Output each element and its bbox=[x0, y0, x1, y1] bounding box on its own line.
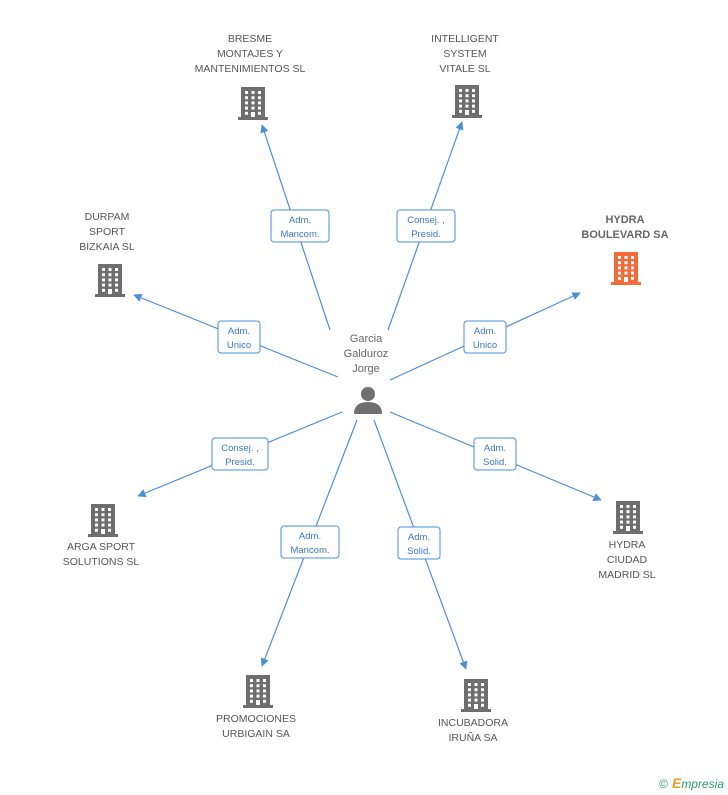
role-box-frame bbox=[396, 209, 456, 243]
role-box-durpam[interactable]: Adm. Unico bbox=[217, 320, 261, 354]
role-box-frame bbox=[270, 209, 330, 243]
role-label-line: Adm. bbox=[484, 443, 506, 454]
company-label-line: INCUBADORA bbox=[438, 717, 508, 729]
company-label-line: MONTAJES Y bbox=[217, 48, 283, 60]
company-label-line: HYDRA bbox=[605, 214, 644, 226]
company-node-incubadora[interactable]: INCUBADORA IRUÑA SA bbox=[438, 679, 508, 744]
company-node-arga[interactable]: ARGA SPORT SOLUTIONS SL bbox=[63, 504, 140, 568]
building-icon bbox=[238, 87, 268, 120]
role-box-hydra-ciudad[interactable]: Adm. Solid. bbox=[473, 437, 517, 471]
role-label-line: Consej. , bbox=[221, 443, 259, 454]
footer-brand: ©Empresia bbox=[659, 775, 724, 791]
company-label-line: CIUDAD bbox=[607, 554, 648, 566]
company-label-line: MANTENIMIENTOS SL bbox=[195, 63, 306, 75]
role-label-line: Adm. bbox=[289, 215, 311, 226]
building-icon bbox=[452, 85, 482, 118]
building-icon bbox=[95, 264, 125, 297]
copyright-symbol: © bbox=[659, 777, 668, 791]
company-label-line: PROMOCIONES bbox=[216, 713, 296, 725]
building-icon bbox=[613, 501, 643, 534]
company-label-line: DURPAM bbox=[85, 211, 130, 223]
building-icon bbox=[461, 679, 491, 712]
company-label-line: HYDRA bbox=[609, 539, 646, 551]
company-node-bresme[interactable]: BRESME MONTAJES Y MANTENIMIENTOS SL bbox=[195, 33, 306, 120]
role-label-line: Solid. bbox=[407, 546, 431, 557]
building-icon bbox=[243, 675, 273, 708]
brand-name: mpresia bbox=[681, 777, 724, 791]
role-box-intelligent[interactable]: Consej. , Presid. bbox=[396, 209, 456, 243]
role-label-line: Presid. bbox=[411, 229, 441, 240]
company-node-intelligent[interactable]: INTELLIGENT SYSTEM VITALE SL bbox=[431, 33, 499, 118]
company-node-promociones[interactable]: PROMOCIONES URBIGAIN SA bbox=[216, 675, 296, 740]
role-box-frame bbox=[397, 526, 441, 560]
role-box-frame bbox=[211, 437, 269, 471]
role-label-line: Mancom. bbox=[290, 545, 329, 556]
role-label-line: Mancom. bbox=[280, 229, 319, 240]
role-label-line: Adm. bbox=[408, 532, 430, 543]
company-label-line: VITALE SL bbox=[439, 63, 490, 75]
role-label-line: Adm. bbox=[474, 326, 496, 337]
role-box-frame bbox=[280, 525, 340, 559]
company-node-hydra-ciudad[interactable]: HYDRA CIUDAD MADRID SL bbox=[598, 501, 656, 581]
company-label-line: INTELLIGENT bbox=[431, 33, 499, 45]
company-label-line: ARGA SPORT bbox=[67, 541, 136, 553]
brand-initial: E bbox=[671, 775, 682, 791]
company-node-durpam[interactable]: DURPAM SPORT BIZKAIA SL bbox=[79, 211, 135, 297]
person-name-line: Garcia bbox=[350, 333, 383, 345]
role-box-bresme[interactable]: Adm. Mancom. bbox=[270, 209, 330, 243]
company-label-line: SOLUTIONS SL bbox=[63, 556, 140, 568]
role-box-arga[interactable]: Consej. , Presid. bbox=[211, 437, 269, 471]
company-label-line: SYSTEM bbox=[443, 48, 486, 60]
role-box-incubadora[interactable]: Adm. Solid. bbox=[397, 526, 441, 560]
company-label-line: URBIGAIN SA bbox=[222, 728, 290, 740]
building-icon bbox=[611, 252, 641, 285]
company-label-line: BOULEVARD SA bbox=[581, 229, 668, 241]
company-label-line: MADRID SL bbox=[598, 569, 655, 581]
building-icon bbox=[88, 504, 118, 537]
company-node-hydra-boulevard[interactable]: HYDRA BOULEVARD SA bbox=[581, 214, 669, 285]
role-label-line: Consej. , bbox=[407, 215, 445, 226]
role-box-frame bbox=[473, 437, 517, 471]
company-label-line: BIZKAIA SL bbox=[79, 241, 135, 253]
role-box-promociones[interactable]: Adm. Mancom. bbox=[280, 525, 340, 559]
role-label-line: Solid. bbox=[483, 457, 507, 468]
company-label-line: IRUÑA SA bbox=[448, 731, 497, 744]
role-label-line: Presid. bbox=[225, 457, 255, 468]
role-label-line: Adm. bbox=[299, 531, 321, 542]
role-label-line: Unico bbox=[473, 340, 497, 351]
role-box-frame bbox=[217, 320, 261, 354]
person-icon bbox=[354, 387, 382, 414]
company-label-line: SPORT bbox=[89, 226, 126, 238]
person-name-line: Galduroz bbox=[344, 348, 389, 360]
role-label-line: Unico bbox=[227, 340, 251, 351]
role-box-hydra-boulevard[interactable]: Adm. Unico bbox=[463, 320, 507, 354]
company-label-line: BRESME bbox=[228, 33, 272, 45]
person-name-line: Jorge bbox=[352, 363, 380, 375]
role-box-frame bbox=[463, 320, 507, 354]
role-label-line: Adm. bbox=[228, 326, 250, 337]
